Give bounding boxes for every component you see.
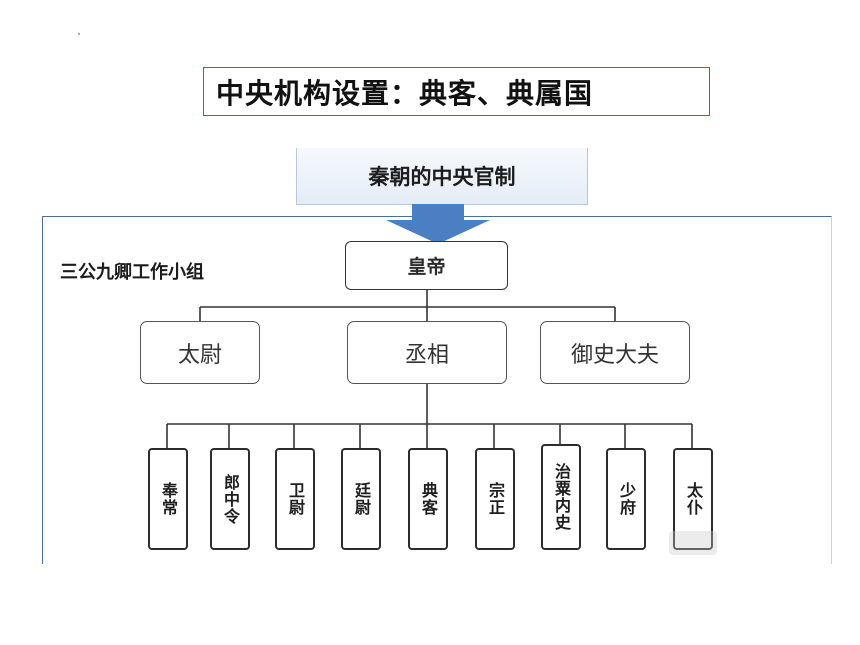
org-chart-figure: 秦朝的中央官制 三公九卿工作小组 皇帝 太尉 丞相 御史大夫 奉常 郎中令 卫 bbox=[42, 148, 832, 564]
down-arrow-icon bbox=[386, 204, 490, 244]
jiuqing-box-weiwei: 卫尉 bbox=[275, 448, 315, 550]
sangong-box-chengxiang: 丞相 bbox=[347, 321, 507, 384]
jiuqing-box-taipu: 太仆 bbox=[673, 448, 713, 550]
emperor-box: 皇帝 bbox=[345, 241, 508, 290]
chart-header: 秦朝的中央官制 bbox=[296, 148, 588, 205]
connector-lines bbox=[166, 290, 693, 448]
jiuqing-box-dianke: 典客 bbox=[408, 448, 448, 550]
slide-title: 中央机构设置：典客、典属国 bbox=[203, 67, 710, 116]
sangong-box-yushidafu: 御史大夫 bbox=[540, 321, 690, 384]
watermark bbox=[669, 531, 717, 555]
jiuqing-box-langzhongling: 郎中令 bbox=[210, 448, 250, 550]
group-label: 三公九卿工作小组 bbox=[60, 262, 204, 283]
sangong-box-taiwei: 太尉 bbox=[140, 321, 260, 384]
jiuqing-box-shaofu: 少府 bbox=[606, 448, 646, 550]
jiuqing-box-zhisuneishi: 治粟内史 bbox=[541, 444, 581, 550]
jiuqing-box-tingwei: 廷尉 bbox=[341, 448, 381, 550]
stray-dot bbox=[78, 33, 80, 35]
jiuqing-box-zongzheng: 宗正 bbox=[475, 448, 515, 550]
jiuqing-box-fengchang: 奉常 bbox=[148, 448, 188, 550]
